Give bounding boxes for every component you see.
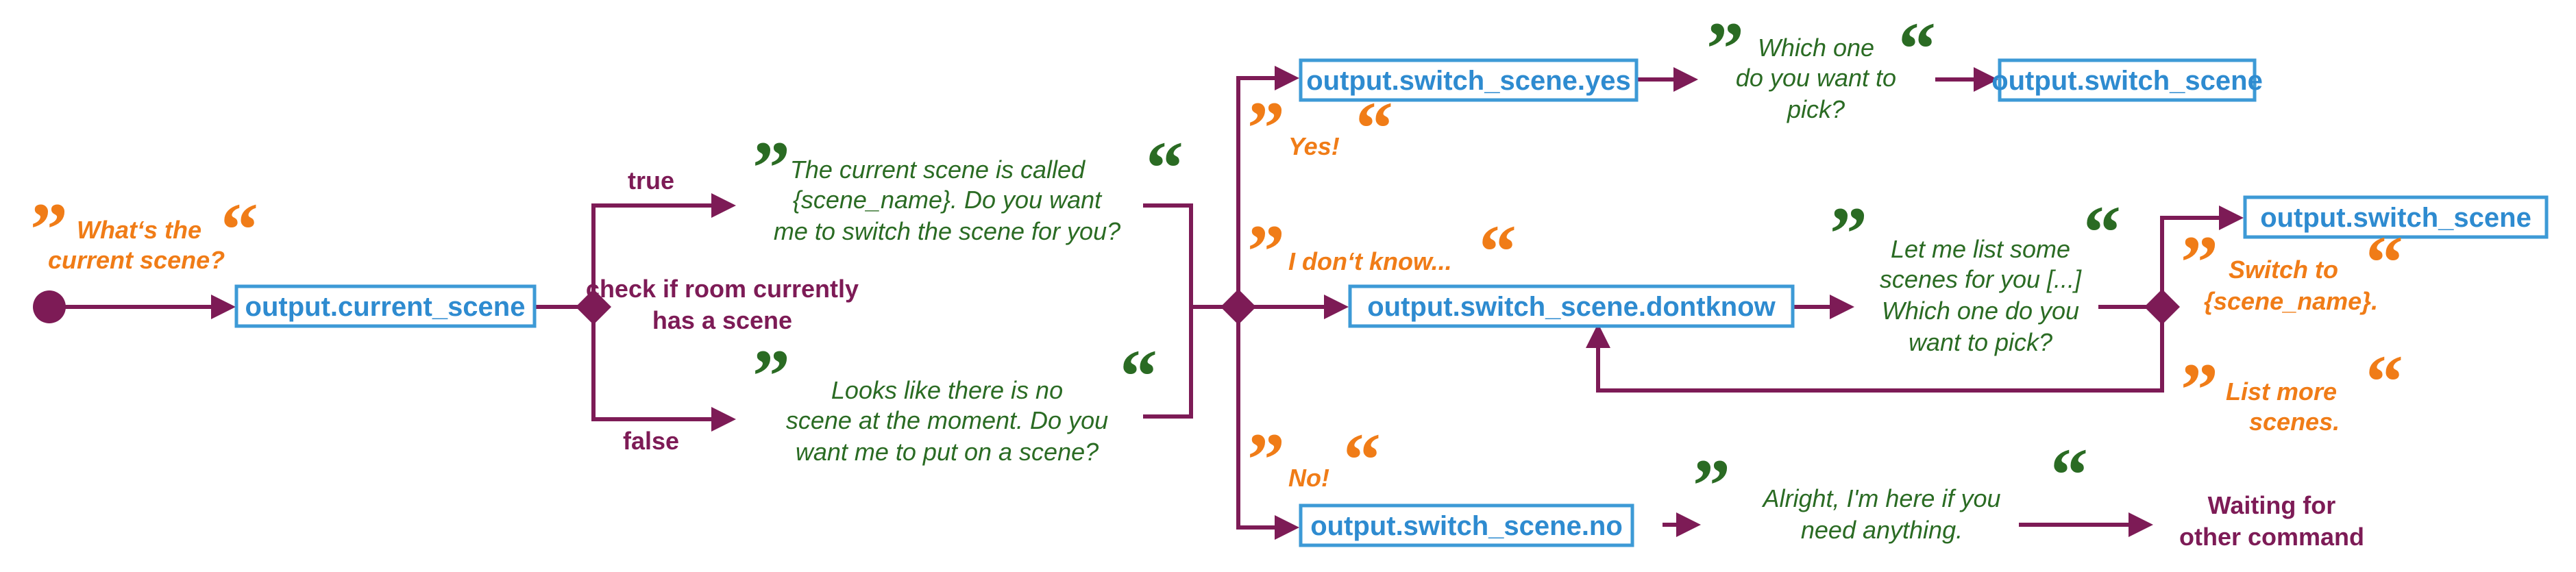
bot-text-line: scenes for you [...] <box>1880 265 2082 293</box>
quote-close-icon: “ <box>2366 340 2403 423</box>
user-text-line: List more <box>2226 377 2337 406</box>
user-utterance-dont-know: ” I don‘t know... “ <box>1247 210 1517 293</box>
node-label-switch-scene-dontknow: output.switch_scene.dontknow <box>1367 292 1776 322</box>
user-text-line: {scene_name}. <box>2204 287 2378 315</box>
quote-close-icon: “ <box>1479 210 1517 293</box>
user-utterance-list-more: ” List more scenes. “ <box>2181 340 2403 436</box>
bot-text-line: {scene_name}. Do you want <box>793 186 1103 214</box>
bot-text-line: me to switch the scene for you? <box>774 217 1120 245</box>
quote-close-icon: “ <box>1146 126 1183 210</box>
quote-close-icon: “ <box>1356 86 1393 170</box>
bot-utterance-current-called: ” The current scene is called {scene_nam… <box>752 126 1183 245</box>
quote-open-icon: ” <box>1247 210 1285 293</box>
branch-label-true: true <box>628 166 674 195</box>
edge-merge-to-no <box>1236 307 1299 540</box>
edge-no-scene-to-merge <box>1143 307 1193 419</box>
edge-list-more-loop <box>1586 307 2164 393</box>
node-label-switch-scene-top: output.switch_scene <box>1991 66 2263 96</box>
node-switch-scene-dontknow: output.switch_scene.dontknow <box>1348 284 1795 328</box>
bot-utterance-no-scene: ” Looks like there is no scene at the mo… <box>752 334 1157 466</box>
quote-open-icon: ” <box>2181 348 2218 432</box>
quote-close-icon: “ <box>221 188 258 271</box>
end-state-line: Waiting for <box>2208 491 2336 519</box>
decision-label-line2: has a scene <box>652 306 792 334</box>
user-utterance-yes: ” Yes! “ <box>1247 86 1393 170</box>
edge-decision-to-switch <box>2160 206 2244 307</box>
start-node <box>33 290 66 323</box>
quote-open-icon: ” <box>1706 7 1744 90</box>
quote-close-icon: “ <box>2366 221 2403 304</box>
bot-text-line: The current scene is called <box>790 156 1085 184</box>
quote-open-icon: ” <box>1247 86 1285 170</box>
bot-text-line: Which one <box>1758 34 1874 62</box>
node-switch-scene-top: output.switch_scene <box>1991 58 2263 102</box>
edge-current-called-to-merge <box>1143 203 1224 309</box>
bot-text-line: Let me list some <box>1891 235 2070 263</box>
node-current-scene: output.current_scene <box>234 284 537 328</box>
node-label-switch-scene-right: output.switch_scene <box>2260 203 2531 233</box>
quote-open-icon: ” <box>1693 444 1730 527</box>
edge-false-branch <box>591 307 736 432</box>
quote-open-icon: ” <box>2181 221 2218 304</box>
node-label-switch-scene-yes: output.switch_scene.yes <box>1306 66 1630 96</box>
quote-open-icon: ” <box>752 334 790 418</box>
quote-open-icon: ” <box>30 188 68 271</box>
decision-diamond-merge <box>1220 289 1256 325</box>
bot-text-line: need anything. <box>1801 516 1963 544</box>
bot-text-line: Which one do you <box>1882 297 2079 325</box>
decision-diamond-check-scene <box>576 289 611 325</box>
end-state-line: other command <box>2179 523 2364 551</box>
user-text-line: Switch to <box>2229 256 2338 284</box>
bot-text-line: do you want to <box>1736 64 1896 92</box>
node-label-current-scene: output.current_scene <box>245 292 526 322</box>
quote-close-icon: “ <box>1120 334 1157 418</box>
bot-text-line: pick? <box>1787 95 1845 123</box>
quote-close-icon: “ <box>1898 7 1936 90</box>
node-switch-scene-yes: output.switch_scene.yes <box>1299 58 1639 102</box>
quote-close-icon: “ <box>2083 190 2121 274</box>
user-text-line: What‘s the <box>77 216 201 244</box>
bot-text-line: scene at the moment. Do you <box>786 406 1108 434</box>
quote-open-icon: ” <box>1830 192 1867 275</box>
user-utterance-switch-to: ” Switch to {scene_name}. “ <box>2181 221 2403 315</box>
quote-close-icon: “ <box>1343 418 1381 501</box>
bot-text-line: want me to put on a scene? <box>796 438 1099 466</box>
quote-open-icon: ” <box>1247 418 1285 501</box>
user-utterance-no: ” No! “ <box>1247 418 1381 501</box>
bot-utterance-list-some: ” Let me list some scenes for you [...] … <box>1830 190 2121 356</box>
bot-utterance-which-one: ” Which one do you want to pick? “ <box>1706 7 1936 123</box>
edge-true-branch <box>591 193 736 307</box>
node-switch-scene-no: output.switch_scene.no <box>1299 503 1634 547</box>
user-utterance-whats-current: ” What‘s the current scene? “ <box>30 188 258 274</box>
user-text-line: current scene? <box>48 246 225 274</box>
bot-text-line: Alright, I'm here if you <box>1761 484 2000 512</box>
node-label-switch-scene-no: output.switch_scene.no <box>1310 511 1623 541</box>
end-state-waiting: Waiting for other command <box>2179 491 2364 551</box>
node-switch-scene-right: output.switch_scene <box>2243 195 2549 239</box>
edge-merge-to-yes <box>1236 66 1299 307</box>
decision-diamond-user-choice <box>2144 289 2180 325</box>
user-text-line: Yes! <box>1288 132 1340 160</box>
decision-label-line1: check if room currently <box>586 275 859 303</box>
user-text-line: scenes. <box>2249 408 2340 436</box>
branch-label-false: false <box>623 427 679 455</box>
edges <box>49 66 2244 540</box>
bot-utterance-alright: ” Alright, I'm here if you need anything… <box>1693 433 2088 544</box>
quote-close-icon: “ <box>2050 433 2088 517</box>
bot-text-line: want to pick? <box>1909 328 2052 356</box>
quote-open-icon: ” <box>752 126 790 210</box>
bot-text-line: Looks like there is no <box>831 376 1063 404</box>
user-text-line: No! <box>1288 464 1329 492</box>
user-text-line: I don‘t know... <box>1288 247 1452 275</box>
